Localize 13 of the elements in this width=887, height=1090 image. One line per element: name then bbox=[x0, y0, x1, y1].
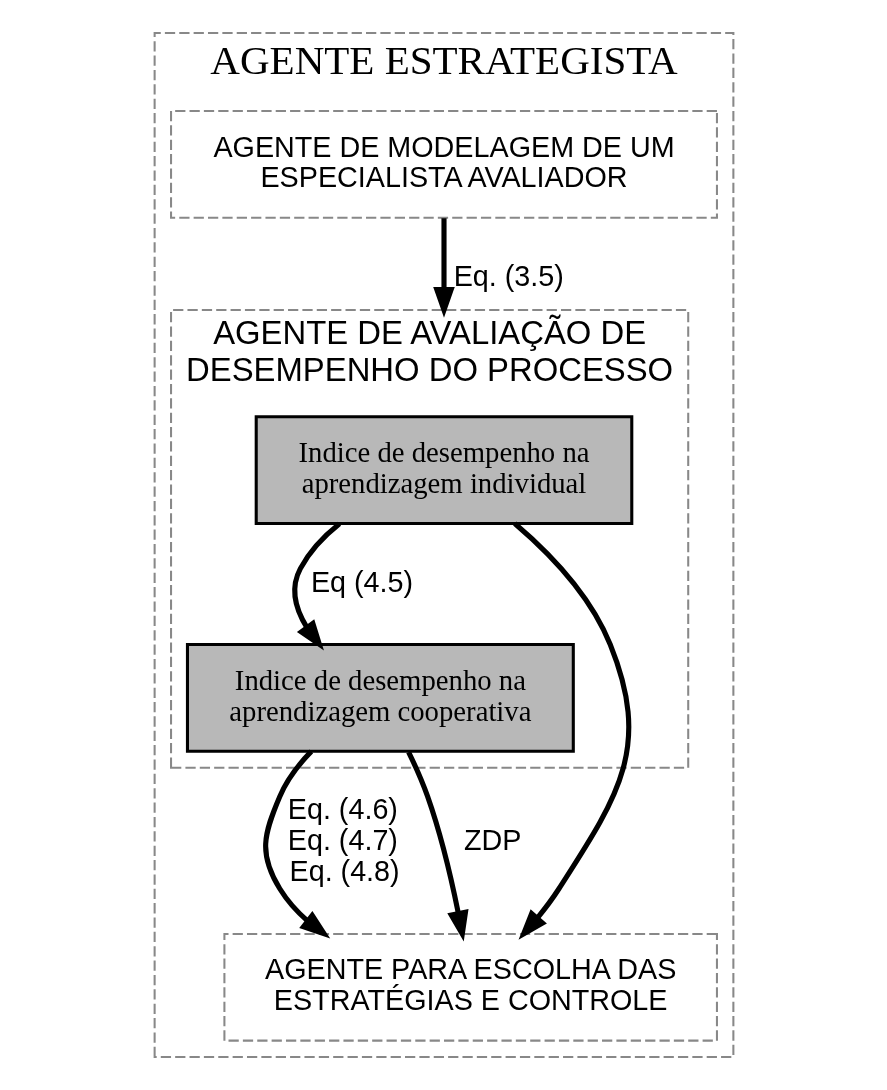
node-box: AGENTE DE MODELAGEM DE UM ESPECIALISTA AVALIADOR bbox=[169, 109, 718, 219]
edge-label: Eq (4.5) bbox=[310, 565, 413, 598]
node-box: Indice de desempenho na aprendizagem cooperativa bbox=[185, 643, 575, 753]
edge-label: ZDP bbox=[463, 824, 521, 857]
edge-label: Eq. (3.5) bbox=[453, 259, 564, 292]
node-box: Indice de desempenho na aprendizagem individual bbox=[254, 415, 633, 525]
arrow bbox=[405, 750, 468, 942]
edge-label: Eq. (4.6) Eq. (4.7) Eq. (4.8) bbox=[287, 793, 400, 887]
node-box: AGENTE PARA ESCOLHA DAS ESTRATÉGIAS E CONTROLE bbox=[222, 932, 718, 1042]
arrow bbox=[432, 218, 455, 318]
arrow bbox=[262, 749, 330, 939]
arrow bbox=[291, 521, 341, 651]
arrow bbox=[512, 521, 631, 940]
